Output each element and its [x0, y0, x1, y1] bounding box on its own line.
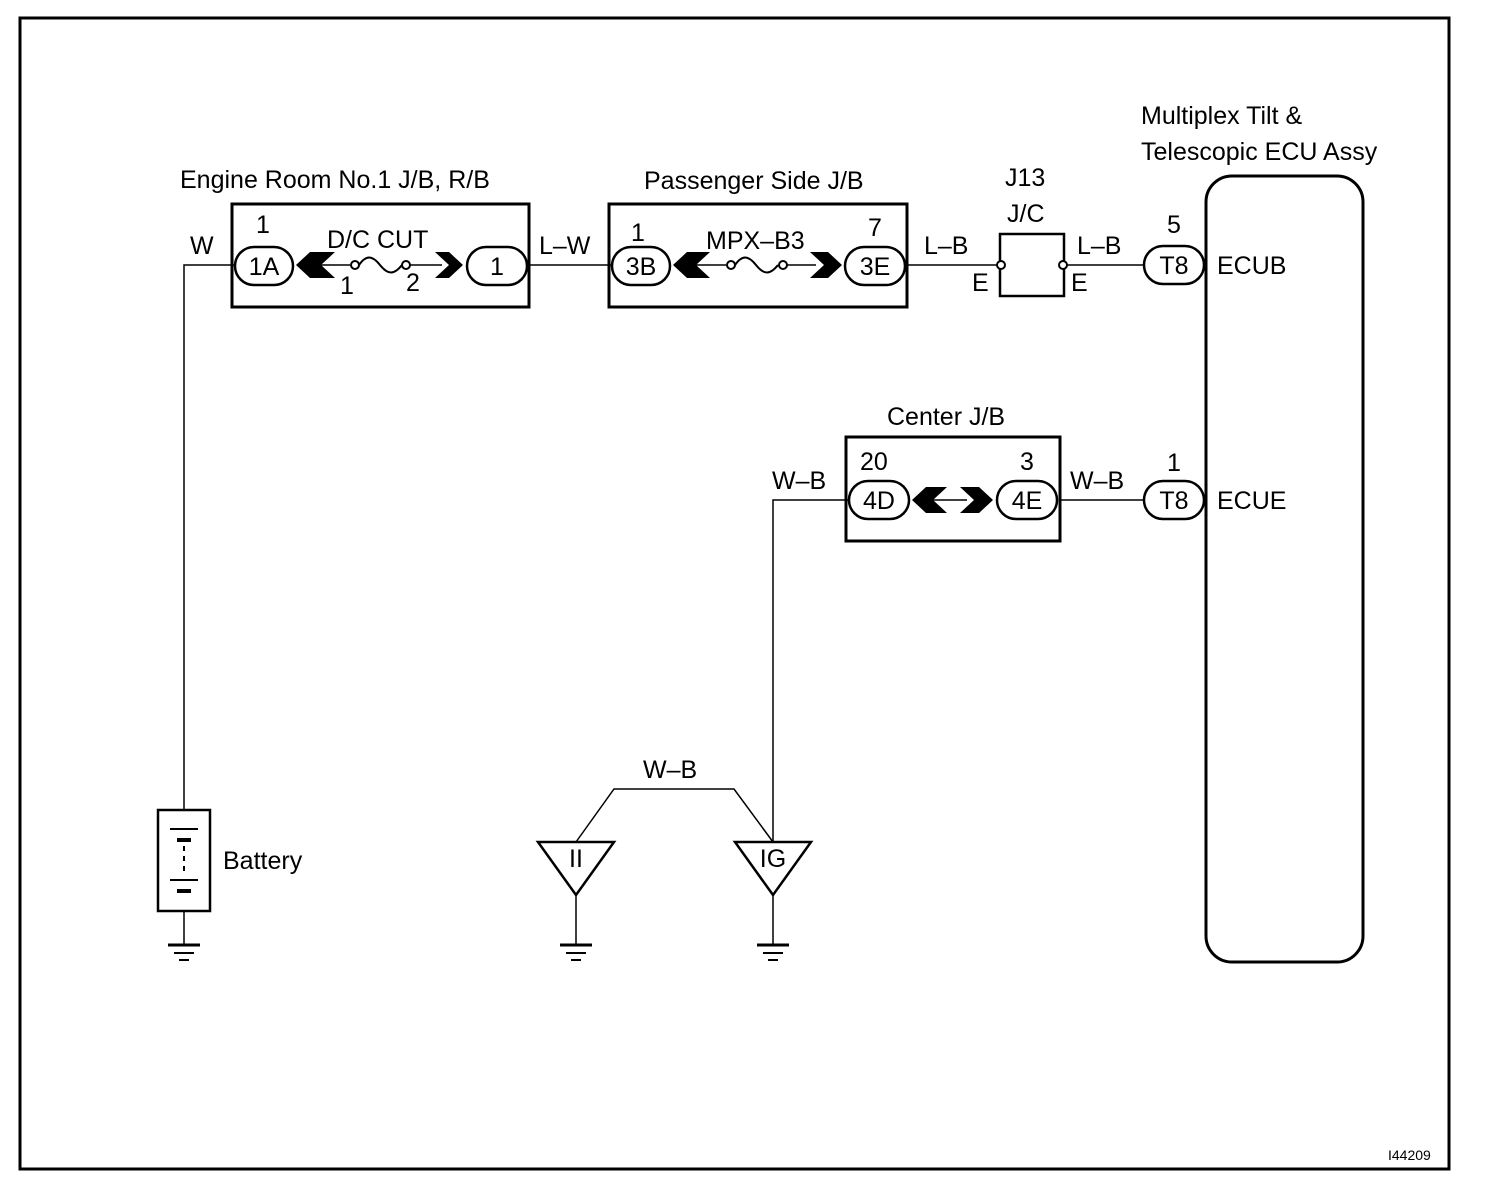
jc-terminal-right — [1058, 260, 1068, 270]
wire-label-lw: L–W — [539, 232, 591, 260]
psjb-fuse-icon — [734, 256, 779, 274]
wire-label-wb-cjb-right: W–B — [1070, 467, 1124, 495]
psjb-right-pin: 7 — [868, 214, 882, 242]
psjb-connector-3e-label: 3E — [860, 253, 891, 281]
wire-label-wb-ground: W–B — [643, 756, 697, 784]
wire-label-lb-1: L–B — [924, 232, 968, 260]
wire-label-w: W — [190, 232, 214, 260]
wire-ground-link — [575, 788, 774, 843]
erjb-fuse-terminal-2 — [401, 260, 411, 270]
psjb-left-pin: 1 — [631, 219, 645, 247]
center-jb: Center J/B 20 3 4D 4E — [844, 403, 1062, 543]
junction-connector-j13: J13 J/C E E — [972, 164, 1088, 298]
passenger-side-jb: Passenger Side J/B 1 7 MPX–B3 3B 3E — [607, 167, 909, 309]
psjb-connector-3b-label: 3B — [626, 253, 657, 281]
psjb-arrow-left — [673, 252, 710, 278]
ecu-ecue-pin: 1 — [1167, 449, 1181, 477]
cjb-arrow-left — [912, 487, 947, 513]
wire-ground-to-cjb — [772, 499, 848, 842]
erjb-left-pin: 1 — [256, 211, 270, 239]
engine-room-jb: Engine Room No.1 J/B, R/B 1 D/C CUT 1A 1… — [180, 166, 531, 309]
jc-terminal-right-label: E — [1071, 269, 1088, 297]
ecu-connector-t8-ecue-label: T8 — [1159, 487, 1188, 515]
psjb-fuse-terminal-1 — [726, 260, 736, 270]
psjb-connector-3b — [610, 245, 672, 287]
erjb-connector-1a-label: 1A — [249, 253, 280, 281]
erjb-fuse-icon — [358, 256, 403, 274]
center-jb-title: Center J/B — [887, 403, 1005, 431]
jc-title: J13 — [1005, 164, 1045, 192]
cjb-connector-4d — [847, 479, 911, 521]
ground-ig-triangle-icon — [732, 840, 814, 898]
psjb-fuse-label: MPX–B3 — [706, 227, 805, 255]
ecu-title-line2: Telescopic ECU Assy — [1141, 138, 1378, 166]
erjb-arrow-right — [435, 252, 463, 278]
diagram-frame — [18, 16, 1451, 1171]
psjb-arrow-right — [810, 252, 842, 278]
ground-symbol-battery-icon — [168, 943, 200, 961]
ecu-assy: Multiplex Tilt & Telescopic ECU Assy 5 T… — [1141, 102, 1378, 964]
ground-ig-label: IG — [760, 845, 786, 873]
passenger-side-jb-title: Passenger Side J/B — [644, 167, 864, 195]
ground-symbol-ii-icon — [560, 943, 592, 961]
ecu-connector-t8-ecub — [1142, 244, 1206, 286]
cjb-left-pin: 20 — [860, 448, 888, 476]
ecu-connector-t8-ecub-label: T8 — [1159, 252, 1188, 280]
erjb-fuse-pin-2: 2 — [406, 269, 420, 297]
wire-battery-to-erjb — [183, 264, 234, 810]
erjb-fuse-pin-1: 1 — [340, 272, 354, 300]
psjb-fuse-terminal-2 — [778, 260, 788, 270]
ecu-ecue-label: ECUE — [1217, 487, 1286, 515]
ecu-title-line1: Multiplex Tilt & — [1141, 102, 1302, 130]
ecu-ecub-pin: 5 — [1167, 211, 1181, 239]
wire-label-wb-cjb-left: W–B — [772, 467, 826, 495]
cjb-right-pin: 3 — [1020, 448, 1034, 476]
erjb-fuse-terminal-1 — [350, 260, 360, 270]
erjb-fuse-label: D/C CUT — [327, 226, 428, 254]
ecu-connector-t8-ecue — [1142, 479, 1206, 521]
ground-ii-triangle-icon — [535, 840, 617, 898]
erjb-connector-1a — [233, 245, 295, 287]
ecu-ecub-label: ECUB — [1217, 252, 1286, 280]
battery: Battery — [156, 808, 303, 913]
ground-symbol-ig-icon — [757, 943, 789, 961]
erjb-connector-1 — [465, 245, 529, 287]
jc-terminal-left-label: E — [972, 269, 989, 297]
jc-subtitle: J/C — [1007, 200, 1045, 228]
wire-label-lb-2: L–B — [1077, 232, 1121, 260]
ground-ii-label: II — [569, 845, 583, 873]
cjb-arrow-right — [960, 487, 993, 513]
ground-point-ii: II — [535, 840, 617, 898]
battery-label: Battery — [223, 847, 303, 875]
figure-id: I44209 — [1388, 1147, 1431, 1163]
jc-terminal-left — [996, 260, 1006, 270]
cjb-connector-4e-label: 4E — [1012, 487, 1043, 515]
cjb-connector-4e — [995, 479, 1059, 521]
cjb-connector-4d-label: 4D — [863, 487, 895, 515]
psjb-connector-3e — [843, 245, 907, 287]
erjb-arrow-left — [296, 252, 335, 278]
engine-room-jb-title: Engine Room No.1 J/B, R/B — [180, 166, 490, 194]
erjb-connector-1-label: 1 — [490, 253, 504, 281]
ground-point-ig: IG — [732, 840, 814, 898]
wires — [183, 264, 1145, 945]
